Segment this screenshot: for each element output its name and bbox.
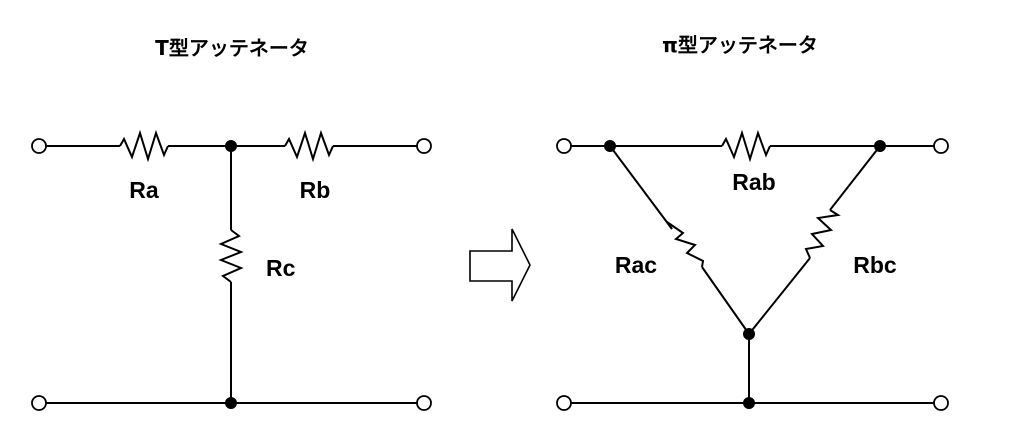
resistor-ra <box>119 129 169 163</box>
pi-junction-top-left <box>604 140 616 152</box>
pi-terminal-bottom-right <box>933 395 949 411</box>
pi-wire-diag-right-lower <box>748 257 811 335</box>
label-rc: Rc <box>266 255 296 281</box>
label-ra: Ra <box>129 177 159 203</box>
resistor-rab <box>721 129 771 163</box>
pi-junction-top-right <box>874 140 886 152</box>
label-rbc: Rbc <box>853 252 897 278</box>
right-arrow-icon <box>469 228 531 302</box>
pi-terminal-top-right <box>933 138 949 154</box>
label-rb: Rb <box>300 177 331 203</box>
t-terminal-top-left <box>31 138 47 154</box>
t-terminal-bottom-left <box>31 395 47 411</box>
pi-attenuator: π型アッテネータ Rab Rac Rbc <box>556 33 949 411</box>
t-terminal-bottom-right <box>416 395 432 411</box>
pi-wire-diag-left-lower <box>701 266 750 335</box>
t-attenuator-title: T型アッテネータ <box>155 36 309 60</box>
t-junction-bottom <box>225 397 237 409</box>
pi-terminal-top-left <box>556 138 572 154</box>
pi-wire-diag-right-upper <box>829 145 881 211</box>
resistor-rbc <box>804 209 841 259</box>
pi-junction-bottom <box>743 397 755 409</box>
label-rac: Rac <box>615 252 657 278</box>
resistor-rb <box>284 129 334 163</box>
resistor-rac <box>666 221 705 268</box>
resistor-rc <box>218 229 244 283</box>
label-rab: Rab <box>732 169 775 195</box>
t-junction-top <box>225 140 237 152</box>
pi-terminal-bottom-left <box>556 395 572 411</box>
t-terminal-top-right <box>416 138 432 154</box>
pi-attenuator-title: π型アッテネータ <box>662 33 818 57</box>
t-attenuator: T型アッテネータ Ra Rb Rc <box>31 36 432 411</box>
pi-wire-diag-left-upper <box>609 145 673 230</box>
pi-junction-center <box>743 328 755 340</box>
